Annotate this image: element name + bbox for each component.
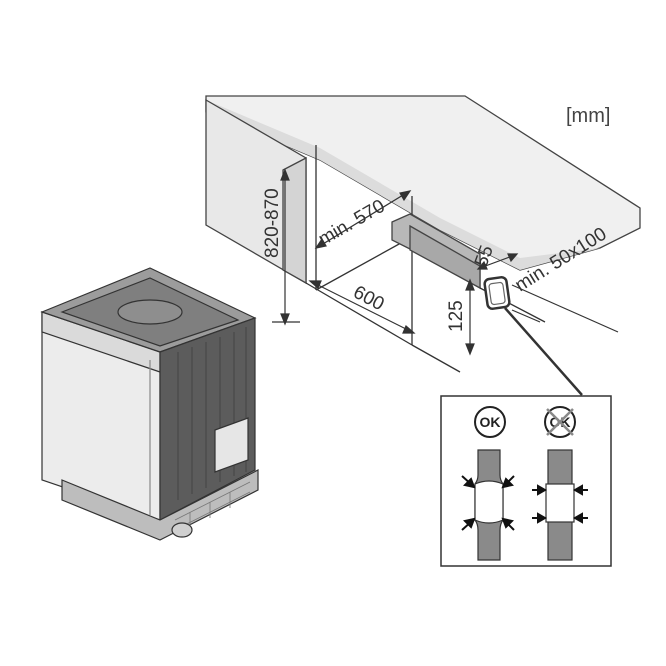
detail-leader <box>504 307 583 396</box>
floor-line-front <box>305 282 413 346</box>
dishwasher-base <box>61 469 259 541</box>
ok-badge-label: OK <box>480 414 501 430</box>
hose-cutout-inner <box>488 281 506 306</box>
squeeze-arrows-not-ok <box>532 484 588 524</box>
dishwasher-side <box>159 317 256 521</box>
hose-ok <box>474 449 504 561</box>
worktop-underside <box>206 100 600 270</box>
cutout-height-dim-label: 125 <box>446 300 467 332</box>
dimension-lines <box>272 168 619 396</box>
depth-dim-line <box>317 191 409 248</box>
cabinet-niche <box>205 95 641 373</box>
ok-badge <box>474 406 506 438</box>
squeeze-arrows-ok <box>461 475 515 531</box>
floor-right <box>411 344 461 373</box>
side-bracket <box>214 417 249 473</box>
width-dim-line <box>311 281 413 333</box>
cutout-size-leader <box>511 284 619 333</box>
height-dim-label: 820-870 <box>262 188 283 258</box>
foot-front <box>171 522 193 538</box>
depth-dim-label: min. 570 <box>315 196 389 251</box>
cross-icon <box>546 408 574 436</box>
top-spray-hub <box>117 299 183 325</box>
floor-line-back <box>315 237 411 291</box>
hose-detail-box: OK OK <box>440 395 612 567</box>
hose-not-ok <box>545 449 575 561</box>
dishwasher <box>40 267 259 541</box>
units-label: [mm] <box>566 105 610 127</box>
width-dim-label: 600 <box>350 282 388 315</box>
